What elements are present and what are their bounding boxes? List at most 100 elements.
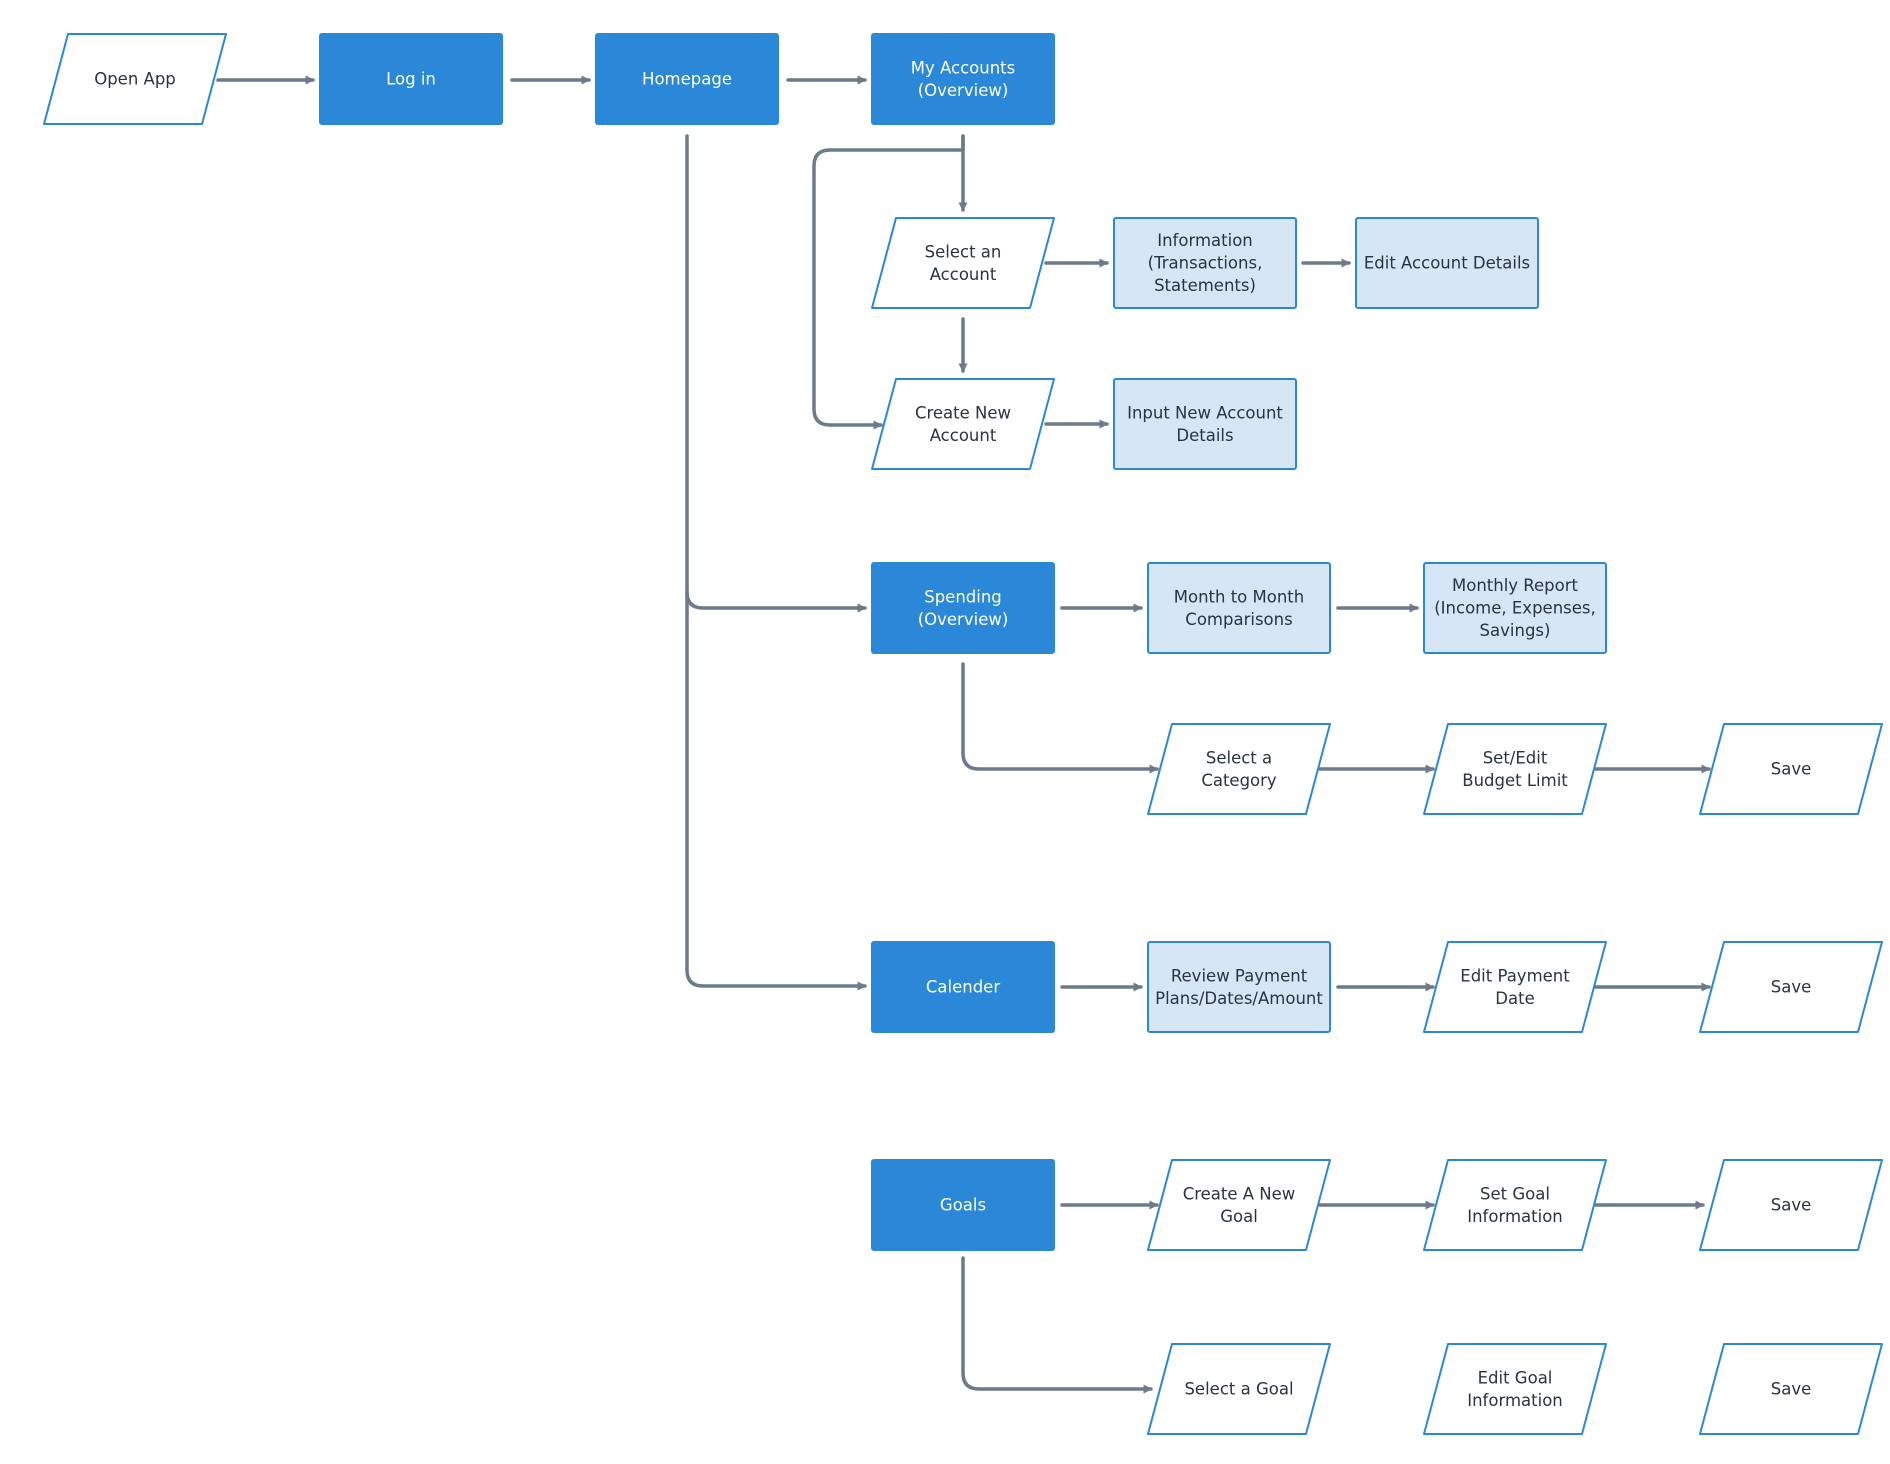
node-label-select-goal: Select a Goal: [1184, 1380, 1293, 1399]
node-shape-save-goal-edit: [1699, 1343, 1883, 1435]
node-shape-my-accounts: [871, 33, 1055, 125]
node-shape-monthly-report: [1423, 562, 1607, 654]
node-label-set-goal-info: Set Goal: [1480, 1184, 1550, 1203]
node-label-review-payment: Review Payment: [1171, 966, 1308, 985]
connectors: [216, 75, 1711, 1394]
node-label-select-category: Select a: [1206, 748, 1272, 767]
node-label-monthly-report: (Income, Expenses,: [1434, 599, 1596, 618]
node-label-my-accounts: My Accounts: [911, 58, 1015, 77]
node-label-set-budget: Set/Edit: [1483, 748, 1548, 767]
node-label-set-budget: Budget Limit: [1462, 771, 1568, 790]
arrow-homepage-to-calender: [685, 590, 867, 991]
node-shape-save-goal: [1699, 1159, 1883, 1251]
node-label-create-new-account: Account: [930, 426, 997, 445]
node-select-account: Select an Account: [871, 217, 1055, 309]
node-save-goal: Save: [1699, 1159, 1883, 1251]
node-label-spending: Spending: [924, 587, 1002, 606]
node-my-accounts: My Accounts (Overview): [871, 33, 1055, 125]
node-shape-month-comparisons: [1147, 562, 1331, 654]
node-label-spending: (Overview): [918, 610, 1009, 629]
node-shape-edit-account-details: [1355, 217, 1539, 309]
node-select-goal: Select a Goal: [1147, 1343, 1331, 1435]
node-label-save-budget: Save: [1771, 760, 1812, 779]
node-label-log-in: Log in: [386, 70, 436, 89]
node-label-create-goal: Goal: [1220, 1207, 1258, 1226]
node-shape-information: [1113, 217, 1297, 309]
node-label-monthly-report: Savings): [1480, 621, 1551, 640]
node-save-payment: Save: [1699, 941, 1883, 1033]
node-label-save-goal: Save: [1771, 1196, 1812, 1215]
node-select-category: Select a Category: [1147, 723, 1331, 815]
node-save-goal-edit: Save: [1699, 1343, 1883, 1435]
node-shape-select-category: [1147, 723, 1331, 815]
node-shape-calender: [871, 941, 1055, 1033]
node-shape-edit-payment-date: [1423, 941, 1607, 1033]
node-label-save-goal-edit: Save: [1771, 1380, 1812, 1399]
node-log-in: Log in: [319, 33, 503, 125]
node-shape-save-budget: [1699, 723, 1883, 815]
arrow-goals-to-select-goal: [961, 1256, 1153, 1394]
arrow-spending-to-select-category: [961, 662, 1159, 774]
node-shape-select-goal: [1147, 1343, 1331, 1435]
node-shape-set-goal-info: [1423, 1159, 1607, 1251]
node-label-edit-goal-info: Edit Goal: [1478, 1368, 1553, 1387]
node-shape-select-account: [871, 217, 1055, 309]
node-label-month-comparisons: Comparisons: [1185, 610, 1292, 629]
node-shape-save-payment: [1699, 941, 1883, 1033]
node-goals: Goals: [871, 1159, 1055, 1251]
node-calender: Calender: [871, 941, 1055, 1033]
node-label-review-payment: Plans/Dates/Amount: [1155, 989, 1323, 1008]
node-spending: Spending (Overview): [871, 562, 1055, 654]
node-save-budget: Save: [1699, 723, 1883, 815]
node-label-input-new-account: Details: [1176, 426, 1233, 445]
node-edit-account-details: Edit Account Details: [1355, 217, 1539, 309]
arrow-homepage-to-spending: [685, 134, 867, 613]
node-shape-edit-goal-info: [1423, 1343, 1607, 1435]
node-label-select-account: Select an: [925, 242, 1002, 261]
node-label-edit-payment-date: Edit Payment: [1460, 966, 1570, 985]
node-shape-create-new-account: [871, 378, 1055, 470]
node-monthly-report: Monthly Report (Income, Expenses, Savings): [1423, 562, 1607, 654]
node-shape-goals: [871, 1159, 1055, 1251]
node-shape-review-payment: [1147, 941, 1331, 1033]
node-label-input-new-account: Input New Account: [1127, 403, 1283, 422]
node-shape-create-goal: [1147, 1159, 1331, 1251]
node-label-create-goal: Create A New: [1183, 1184, 1296, 1203]
node-shape-homepage: [595, 33, 779, 125]
node-label-my-accounts: (Overview): [918, 81, 1009, 100]
node-shape-spending: [871, 562, 1055, 654]
node-open-app: Open App: [43, 33, 227, 125]
node-homepage: Homepage: [595, 33, 779, 125]
node-shape-log-in: [319, 33, 503, 125]
node-label-month-comparisons: Month to Month: [1174, 587, 1305, 606]
node-label-calender: Calender: [926, 978, 1000, 997]
node-label-select-account: Account: [930, 265, 997, 284]
node-information: Information (Transactions, Statements): [1113, 217, 1297, 309]
node-label-save-payment: Save: [1771, 978, 1812, 997]
node-label-goals: Goals: [940, 1196, 986, 1215]
node-shape-set-budget: [1423, 723, 1607, 815]
node-label-information: Information: [1157, 231, 1253, 250]
node-label-information: Statements): [1154, 276, 1256, 295]
node-label-set-goal-info: Information: [1467, 1207, 1563, 1226]
node-label-edit-account-details: Edit Account Details: [1364, 254, 1530, 273]
node-shape-open-app: [43, 33, 227, 125]
node-label-open-app: Open App: [94, 70, 176, 89]
node-label-monthly-report: Monthly Report: [1452, 576, 1579, 595]
node-label-edit-goal-info: Information: [1467, 1391, 1563, 1410]
node-label-homepage: Homepage: [642, 70, 732, 89]
node-label-edit-payment-date: Date: [1495, 989, 1534, 1008]
node-shape-input-new-account: [1113, 378, 1297, 470]
node-label-select-category: Category: [1201, 771, 1277, 790]
arrow-my-accounts-to-create-new-account: [812, 134, 965, 430]
node-label-information: (Transactions,: [1148, 254, 1263, 273]
